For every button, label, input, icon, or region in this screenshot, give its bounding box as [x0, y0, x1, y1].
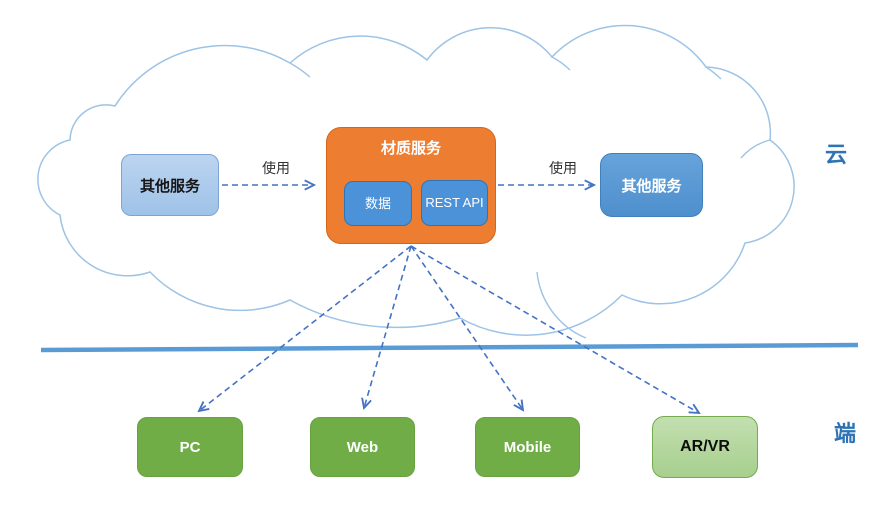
node-client-arvr: AR/VR	[652, 416, 758, 478]
cloud-outline	[37, 24, 795, 336]
cloud-scallop-tail	[551, 56, 571, 71]
node-component-data: 数据	[344, 181, 412, 226]
node-other-service-left-label: 其他服务	[139, 177, 200, 195]
edge-label-use-left: 使用	[262, 160, 290, 176]
node-client-mobile: Mobile	[475, 417, 580, 477]
node-client-pc-label: PC	[179, 438, 201, 456]
zone-separator-line	[40, 342, 859, 353]
node-material-service-title: 材质服务	[380, 140, 441, 157]
node-material-service: 材质服务 数据 REST API	[326, 127, 496, 244]
cloud-scallop-tail	[740, 139, 771, 159]
arrow-material-to-web	[361, 245, 412, 411]
arrow-material-to-arvr	[410, 245, 701, 415]
edge-label-use-right: 使用	[549, 160, 577, 176]
node-component-data-label: 数据	[364, 195, 391, 211]
zone-label-cloud: 云	[824, 142, 847, 167]
node-other-service-right-label: 其他服务	[621, 177, 682, 195]
zone-label-client: 端	[833, 421, 856, 446]
node-client-web: Web	[310, 417, 415, 477]
node-other-service-right: 其他服务	[600, 153, 703, 217]
cloud-scallop-tail	[289, 62, 311, 78]
arrow-material-to-pc	[197, 245, 412, 413]
node-other-service-left: 其他服务	[121, 154, 219, 216]
node-client-arvr-label: AR/VR	[680, 438, 730, 455]
node-client-web-label: Web	[346, 438, 379, 456]
node-component-rest-api-label: REST API	[425, 195, 484, 211]
cloud-scallop-tail	[536, 271, 587, 339]
node-client-pc: PC	[137, 417, 243, 477]
cloud-scallop-tail	[705, 66, 722, 80]
node-client-mobile-label: Mobile	[503, 438, 552, 456]
node-component-rest-api: REST API	[421, 180, 488, 226]
arrow-material-to-mobile	[410, 245, 525, 412]
